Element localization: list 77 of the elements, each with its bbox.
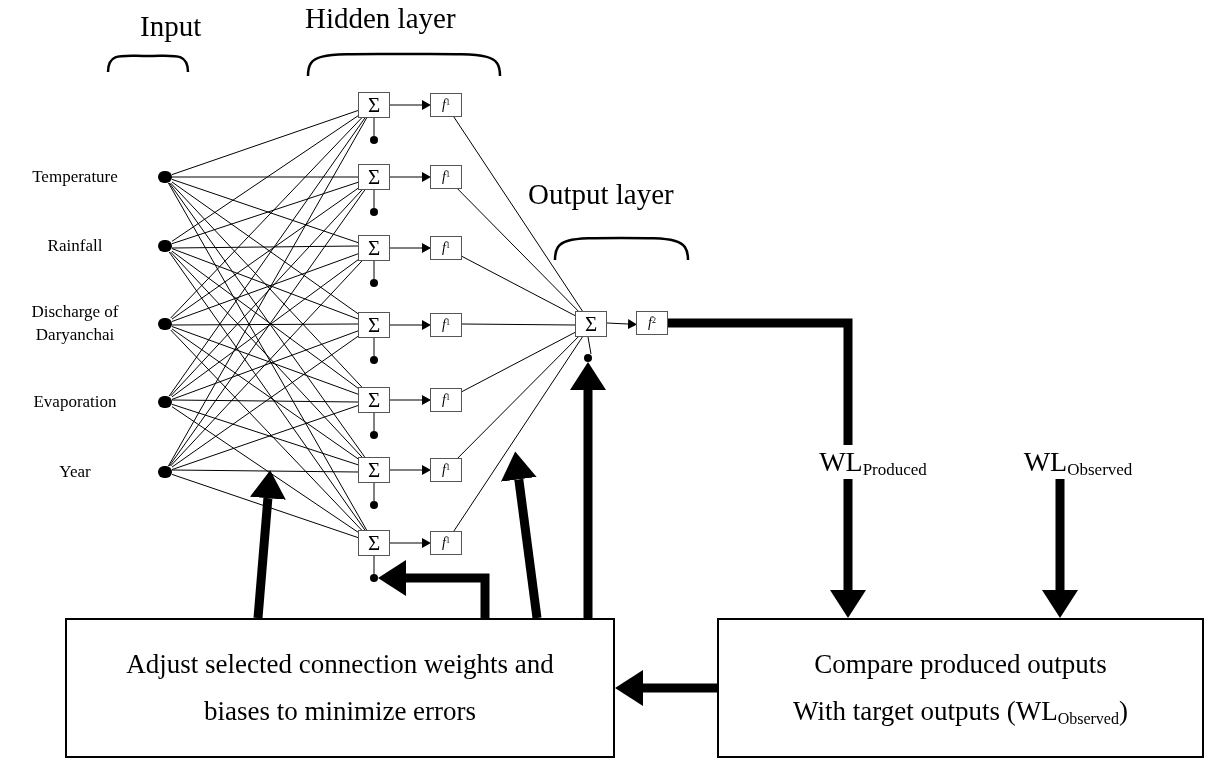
- connection-line: [171, 399, 359, 403]
- arrow: [389, 465, 431, 475]
- arrow: [500, 451, 542, 619]
- arrow: [830, 479, 866, 618]
- connection-line: [373, 555, 375, 575]
- box-text: Compare produced outputs: [814, 647, 1107, 681]
- summation-box: Σ: [358, 530, 390, 556]
- layer-heading: Output layer: [528, 180, 674, 209]
- summation-box: Σ: [358, 92, 390, 118]
- connection-line: [373, 189, 375, 209]
- connection-line: [457, 336, 579, 459]
- input-label: Year: [59, 460, 91, 483]
- connection-line: [171, 473, 359, 539]
- connection-line: [453, 336, 583, 532]
- summation-box: Σ: [358, 387, 390, 413]
- activation-box: f$^{1}$: [430, 236, 462, 260]
- arrow: [389, 395, 431, 405]
- layer-heading: Input: [140, 12, 202, 41]
- arrow: [389, 538, 431, 548]
- arrow: [389, 172, 431, 182]
- arrow: [389, 243, 431, 253]
- activation-box: f$^{1}$: [430, 165, 462, 189]
- connection-line: [668, 318, 853, 445]
- connection-line: [453, 116, 583, 312]
- activation-box: f$^{1}$: [430, 388, 462, 412]
- box-text: Adjust selected connection weights and biases to minimize errors: [125, 647, 555, 728]
- connection-line: [170, 329, 363, 531]
- connection-line: [461, 331, 576, 393]
- connection-line: [171, 245, 359, 249]
- process-box: [65, 618, 615, 758]
- connection-line: [373, 482, 375, 502]
- summation-box: Σ: [358, 312, 390, 338]
- connection-line: [171, 469, 359, 473]
- connection-line: [168, 117, 366, 397]
- activation-box: f$^{1}$: [430, 458, 462, 482]
- summation-box: Σ: [575, 311, 607, 337]
- activation-box: f$^{1}$: [430, 93, 462, 117]
- connection-line: [587, 336, 592, 355]
- activation-box: f$^{1}$: [430, 313, 462, 337]
- arrow: [615, 670, 717, 706]
- summation-box: Σ: [358, 164, 390, 190]
- arrow: [570, 362, 606, 618]
- arrow: [389, 100, 431, 110]
- connection-line: [461, 255, 576, 317]
- output-symbol: WL$_{Observed}$: [1003, 445, 1153, 479]
- arrow: [378, 560, 490, 618]
- activation-box: f$^{1}$: [430, 531, 462, 555]
- box-text: With target outputs (WL$_{Observed}$): [793, 695, 1128, 729]
- connection-line: [373, 117, 375, 137]
- output-symbol: WL$_{Produced}$: [798, 445, 948, 479]
- connection-line: [373, 412, 375, 432]
- connection-line: [373, 260, 375, 280]
- summation-box: Σ: [358, 457, 390, 483]
- connection-line: [171, 176, 359, 178]
- input-label: Discharge of Daryanchai: [30, 301, 120, 346]
- summation-box: Σ: [358, 235, 390, 261]
- connection-line: [461, 323, 576, 326]
- connection-line: [171, 406, 359, 533]
- arrow: [606, 319, 637, 329]
- input-label: Temperature: [32, 165, 118, 188]
- connection-line: [168, 251, 366, 531]
- connection-line: [171, 115, 359, 242]
- activation-box: f$^{2}$: [636, 311, 668, 335]
- arrow: [389, 320, 431, 330]
- layer-heading: Hidden layer: [305, 4, 456, 33]
- connection-line: [167, 182, 368, 531]
- arrow: [249, 470, 286, 619]
- arrow: [1042, 479, 1078, 618]
- connection-line: [167, 117, 368, 467]
- connection-line: [457, 188, 579, 312]
- connection-line: [171, 110, 359, 176]
- connection-line: [171, 323, 359, 326]
- input-label: Rainfall: [47, 234, 103, 257]
- input-label: Evaporation: [33, 390, 117, 413]
- process-box: [717, 618, 1204, 758]
- connection-line: [373, 337, 375, 357]
- connection-line: [170, 117, 363, 319]
